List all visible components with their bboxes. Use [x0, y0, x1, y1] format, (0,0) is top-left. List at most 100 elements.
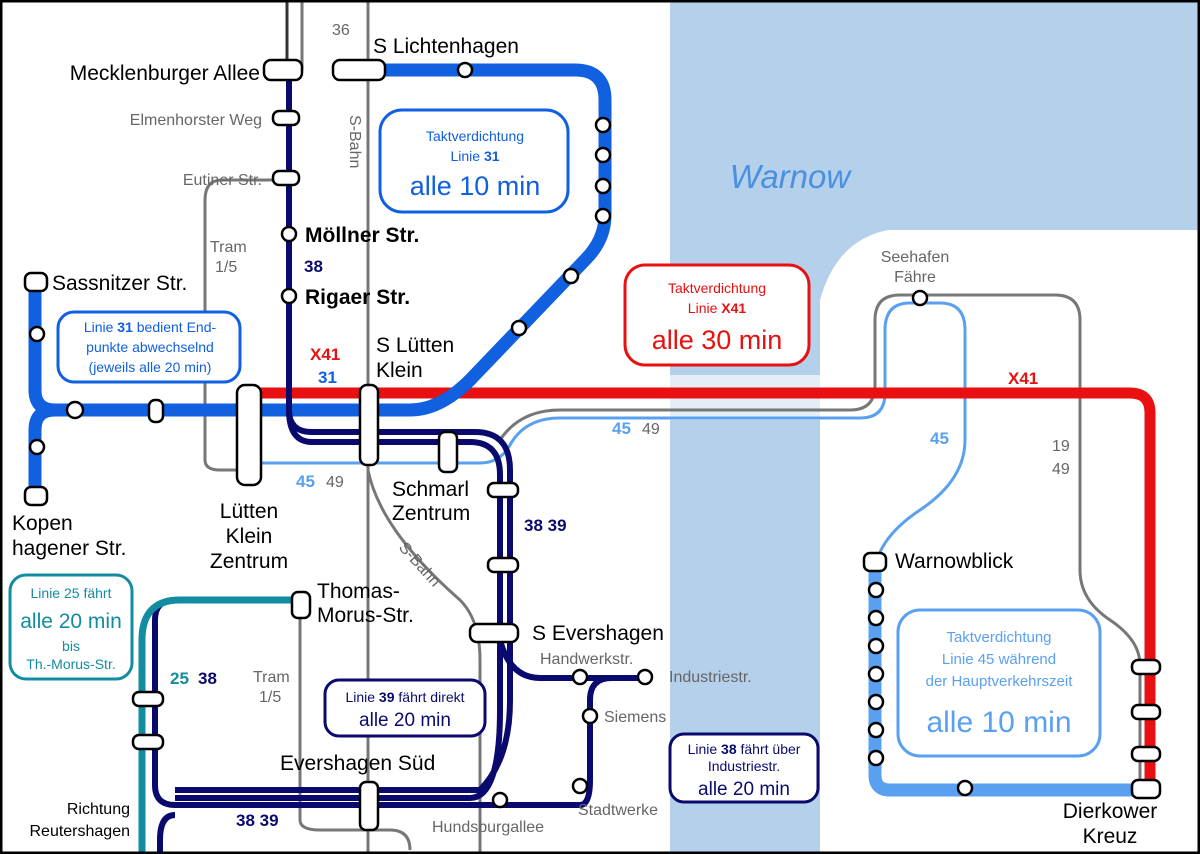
label-elmenhorster-weg: Elmenhorster Weg: [130, 112, 262, 129]
line-31: [28, 63, 612, 495]
label-seehafen-1: Seehafen: [881, 249, 950, 266]
label-45-west: 45: [296, 472, 315, 491]
label-seehafen-2: Fähre: [894, 269, 936, 286]
box31e-3: (jeweils alle 20 min): [89, 359, 212, 375]
label-industriestr: Industriestr.: [669, 669, 752, 686]
label-schmarl-2: Zentrum: [392, 502, 470, 525]
label-rigaer-str: Rigaer Str.: [305, 286, 410, 309]
info-box-x41: [623, 263, 811, 367]
stop-s-luetten-klein[interactable]: [358, 383, 380, 467]
stop-mecklenburger[interactable]: [262, 58, 304, 82]
box31-title: Taktverdichtung: [426, 128, 524, 144]
info-box-39: [323, 678, 487, 738]
box39-freq: alle 20 min: [359, 710, 451, 731]
box45-freq: alle 10 min: [926, 706, 1071, 739]
info-box-31-endpoints: [56, 310, 242, 384]
info-box-31: [378, 108, 570, 214]
label-thomas-1: Thomas-: [317, 580, 400, 603]
info-box-25: [8, 573, 134, 681]
label-handwerkstr: Handwerkstr.: [540, 651, 633, 668]
label-19: 19: [1052, 438, 1070, 455]
label-31-west: 31: [318, 368, 337, 387]
box38-1: Linie 38 fährt über: [688, 741, 801, 757]
boxx41-title: Taktverdichtung: [668, 280, 766, 296]
label-eutiner-str: Eutiner Str.: [183, 172, 262, 189]
label-richtung-1: Richtung: [67, 801, 130, 818]
label-tram-north-num: 1/5: [215, 259, 237, 276]
label-moellner-str: Möllner Str.: [305, 224, 419, 247]
label-tram-north: Tram: [210, 239, 247, 256]
box25-3: bis: [62, 638, 80, 654]
info-box-45: [896, 608, 1102, 758]
label-schmarl-1: Schmarl: [392, 478, 469, 501]
label-38-west: 38: [198, 669, 217, 688]
boxx41-line: Linie X41: [688, 300, 747, 316]
label-kopenhagener-2: hagener Str.: [12, 537, 126, 560]
line-25: [138, 596, 300, 854]
boxx41-freq: alle 30 min: [652, 325, 783, 355]
label-x41-west: X41: [310, 345, 340, 364]
box25-2: alle 20 min: [20, 610, 122, 633]
label-sassnitzer-str: Sassnitzer Str.: [52, 272, 187, 295]
label-49-west: 49: [326, 474, 344, 491]
label-s-evershagen: S Evershagen: [532, 622, 664, 645]
stops: [23, 58, 1162, 832]
line-45: [260, 301, 967, 576]
box45-2: Linie 45 während: [942, 651, 1056, 668]
label-sbahn-north: S-Bahn: [346, 115, 363, 168]
box38-freq: alle 20 min: [698, 779, 790, 800]
label-hundsburgallee: Hundsburgallee: [432, 819, 544, 836]
box45-1: Taktverdichtung: [946, 629, 1051, 646]
line-x41: [260, 387, 1156, 790]
box45-3: der Hauptverkehrszeit: [926, 673, 1074, 690]
label-sbahn-south: S-Bahn: [395, 539, 443, 590]
label-49-east: 49: [1052, 461, 1070, 478]
label-s-lichtenhagen: S Lichtenhagen: [373, 35, 519, 58]
label-38-39-south: 38 39: [236, 811, 279, 830]
label-25: 25: [170, 669, 189, 688]
box25-4: Th.-Morus-Str.: [26, 656, 115, 672]
label-lkz-1: Lütten: [220, 500, 278, 523]
box38-2: Industriestr.: [708, 758, 780, 774]
line-45-thick: [868, 560, 1140, 797]
box31-line: Linie 31: [450, 148, 499, 164]
label-dierkower-2: Kreuz: [1083, 825, 1138, 848]
label-thomas-2: Morus-Str.: [317, 604, 414, 627]
label-lkz-3: Zentrum: [210, 550, 288, 573]
label-evershagen-sued: Evershagen Süd: [280, 752, 435, 775]
label-kopenhagener-1: Kopen: [12, 512, 73, 535]
label-49-center: 49: [642, 421, 660, 438]
label-36: 36: [332, 22, 350, 39]
box31e-1: Linie 31 bedient End-: [84, 319, 217, 335]
stop-s-evershagen[interactable]: [468, 622, 520, 644]
box31e-2: punkte abwechselnd: [86, 339, 214, 355]
label-x41-east: X41: [1008, 369, 1038, 388]
info-boxes: Taktverdichtung Linie 31 alle 10 min Tak…: [8, 108, 1102, 804]
label-stadtwerke: Stadtwerke: [578, 802, 658, 819]
station-labels: Mecklenburger Allee S Lichtenhagen Elmen…: [12, 35, 1157, 848]
label-38-39-east: 38 39: [524, 516, 567, 535]
label-dierkower-1: Dierkower: [1063, 800, 1158, 823]
label-45-east: 45: [930, 429, 949, 448]
label-warnowblick: Warnowblick: [895, 550, 1014, 573]
box39-1: Linie 39 fährt direkt: [345, 689, 464, 705]
label-siemens: Siemens: [604, 709, 666, 726]
label-tram-south: Tram: [253, 669, 290, 686]
label-tram-south-num: 1/5: [259, 689, 281, 706]
label-s-luetten-klein-1: S Lütten: [376, 334, 454, 357]
info-box-38: [668, 732, 820, 804]
label-lkz-2: Klein: [226, 525, 273, 548]
box25-1: Linie 25 fährt: [31, 585, 112, 601]
box31-freq: alle 10 min: [410, 171, 541, 201]
label-richtung-2: Reutershagen: [29, 823, 130, 840]
stop-luetten-klein-zentrum[interactable]: [235, 383, 263, 487]
label-mecklenburger-allee: Mecklenburger Allee: [70, 62, 260, 85]
label-38-north: 38: [304, 257, 323, 276]
warnow-label: Warnow: [730, 158, 853, 195]
stop-s-lichtenhagen[interactable]: [331, 58, 387, 82]
label-s-luetten-klein-2: Klein: [376, 359, 423, 382]
label-45-center: 45: [612, 419, 631, 438]
